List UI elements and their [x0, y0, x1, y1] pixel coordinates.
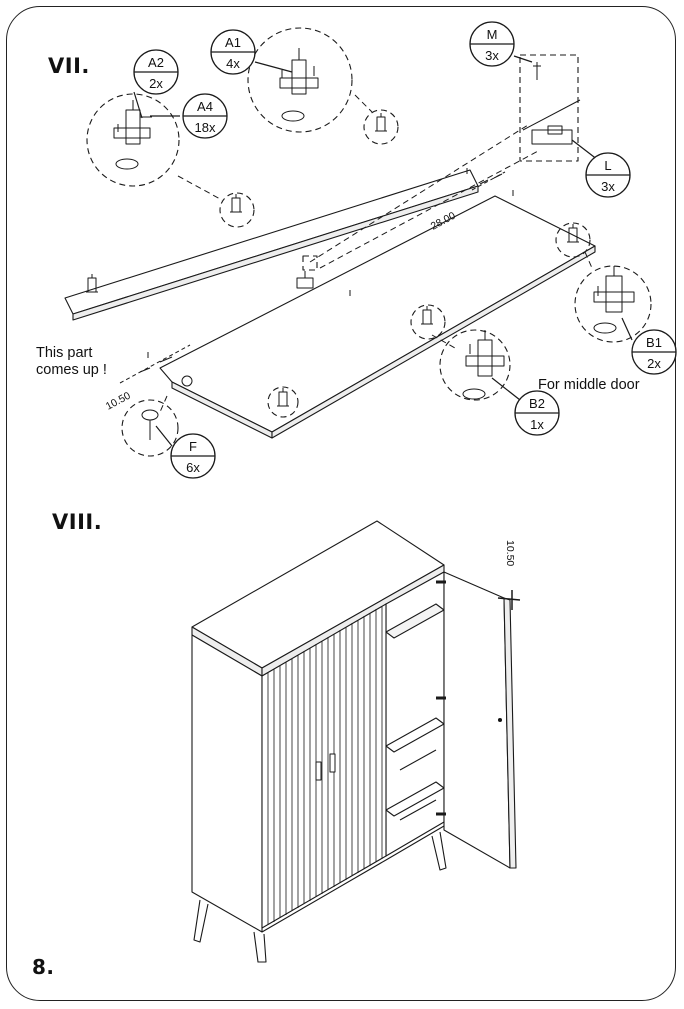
callout-a4-code: A4 [197, 99, 213, 114]
callout-a2-code: A2 [148, 55, 164, 70]
callout-b2-code: B2 [529, 396, 545, 411]
callout-f-qty: 6x [186, 460, 200, 475]
wardrobe-legs [193, 831, 447, 963]
callout-m-code: M [487, 27, 498, 42]
fluted-doors [261, 603, 387, 929]
lower-door-panel [159, 195, 596, 439]
this-part-line-1: This part [36, 345, 93, 361]
open-door [436, 571, 521, 869]
dimension-lines [119, 171, 506, 384]
detail-circles [86, 27, 652, 457]
callout-b1-code: B1 [646, 335, 662, 350]
upper-door-panel [64, 169, 479, 321]
page-frame [6, 6, 676, 1001]
middle-door-note: For middle door [538, 377, 640, 393]
step-eight-title: VIII. [52, 510, 103, 534]
callout-b1-qty: 2x [647, 356, 661, 371]
callout-badges [133, 21, 677, 479]
callout-texts: A2 2x A4 18x A1 4x M 3x L 3x B1 2x B2 1x… [148, 27, 662, 475]
callout-a4-qty: 18x [195, 120, 216, 135]
page-number: 8. [32, 955, 55, 979]
callout-pointers [133, 55, 633, 447]
this-part-note: This part comes up ! [36, 345, 107, 379]
detail-leaders [159, 94, 593, 413]
step-seven-title: VII. [48, 54, 90, 78]
callout-f-code: F [189, 439, 197, 454]
callout-m-qty: 3x [485, 48, 499, 63]
callout-a2-qty: 2x [149, 76, 163, 91]
this-part-line-2: comes up ! [36, 362, 107, 378]
hinge-marks [86, 113, 579, 407]
callout-a1-qty: 4x [226, 56, 240, 71]
dim-left: 10.50 [104, 390, 133, 413]
wardrobe-body [191, 520, 445, 933]
dim-door: 10.50 [504, 540, 516, 566]
callout-a1-code: A1 [225, 35, 241, 50]
callout-l-qty: 3x [601, 179, 615, 194]
callout-b2-qty: 1x [530, 417, 544, 432]
hinge-details [113, 48, 635, 440]
callout-l-code: L [604, 158, 611, 173]
